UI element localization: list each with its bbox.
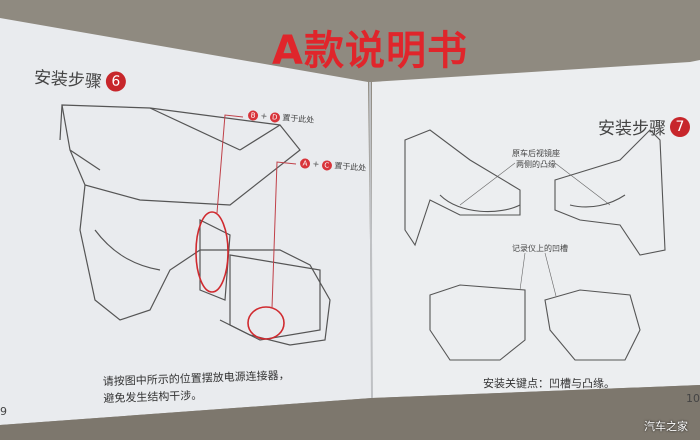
- badge-c: C: [321, 160, 333, 171]
- callout-text: 置于此处: [281, 113, 315, 125]
- step-number-badge: 6: [105, 70, 127, 92]
- highlight-circle-ac: [247, 306, 285, 340]
- label-line: 原车后视镜座: [512, 149, 560, 158]
- callout-text: 置于此处: [333, 161, 367, 173]
- step-7-heading: 安装步骤 7: [598, 114, 690, 139]
- main-title: A款说明书: [272, 28, 468, 74]
- plus-sign: +: [260, 111, 268, 121]
- right-page: [372, 60, 700, 398]
- left-illustration: [59, 104, 331, 346]
- step-number-badge: 7: [670, 116, 690, 137]
- badge-b: B: [247, 110, 259, 121]
- plus-sign: +: [312, 159, 320, 169]
- step-title: 安装步骤: [33, 67, 103, 93]
- badge-d: D: [269, 112, 281, 123]
- label-line: 两侧的凸缘: [516, 160, 556, 169]
- highlight-circle-bd: [195, 211, 229, 293]
- badge-a: A: [299, 158, 311, 169]
- label-recorder-groove: 记录仪上的凹槽: [512, 244, 568, 253]
- right-caption: 安装关键点：凹槽与凸缘。: [483, 377, 615, 390]
- left-caption: 请按图中所示的位置摆放电源连接器， 避免发生结构干涉。: [102, 367, 290, 408]
- right-illustration: [404, 129, 666, 361]
- page-number-left: 9: [0, 405, 7, 418]
- page-number-right: 10: [686, 392, 700, 405]
- watermark: 汽车之家: [644, 420, 688, 433]
- label-mirror-mount-bumps: 原车后视镜座 两侧的凸缘: [512, 148, 560, 170]
- step-title: 安装步骤: [598, 119, 666, 139]
